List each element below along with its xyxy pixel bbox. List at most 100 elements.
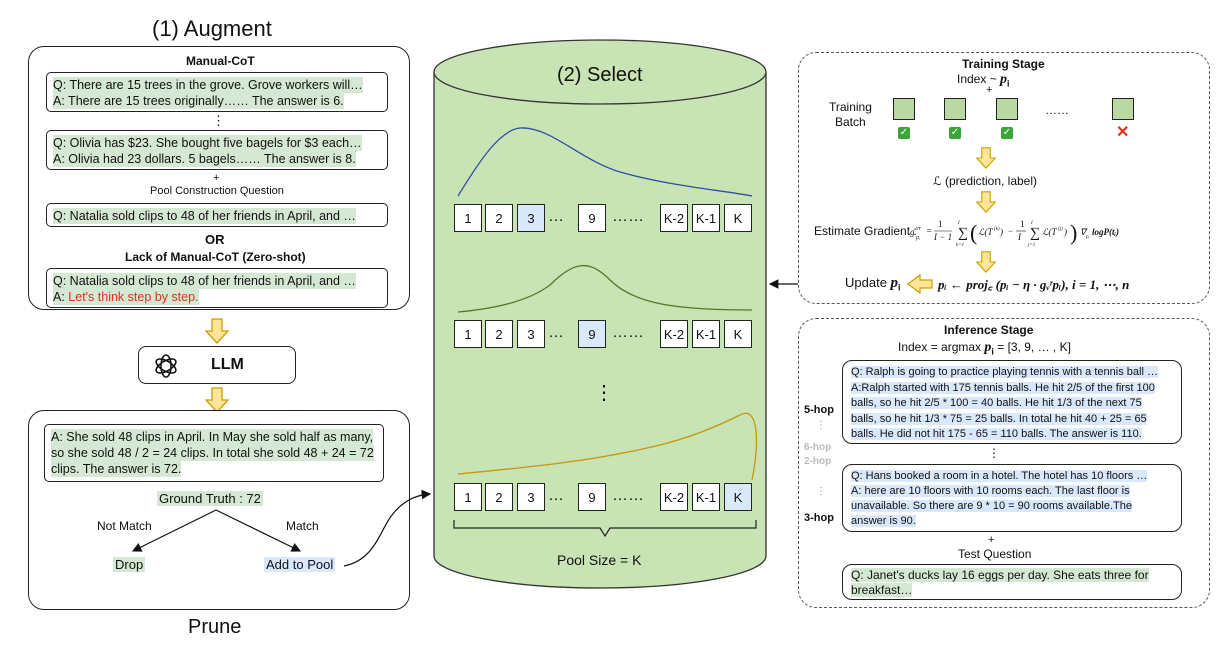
add-to-pool-arrow	[343, 489, 432, 567]
down-arrow-icon	[975, 251, 997, 273]
pool-ellipsis: …	[548, 487, 564, 504]
svg-text:j=1: j=1	[1027, 243, 1035, 248]
loss-label: ℒ (prediction, label)	[933, 174, 1038, 188]
svg-text:=: =	[926, 226, 932, 236]
llm-box: LLM	[138, 346, 296, 384]
svg-text:(j): (j)	[1058, 227, 1063, 232]
drop-label: Drop	[113, 557, 146, 572]
svg-text:vr: vr	[916, 226, 922, 232]
zero-shot-question: Q: Natalia sold clips to 48 of her frien…	[53, 273, 356, 289]
svg-text:∑: ∑	[1030, 226, 1040, 241]
inference-plus: +	[988, 534, 995, 546]
hop-label-6: 6-hop	[804, 442, 832, 453]
batch-sample-3	[996, 98, 1018, 120]
zero-shot-answer: A: Let's think step by step.	[53, 289, 199, 305]
inf-ex1-line-1: Q: Ralph is going to practice playing te…	[851, 366, 1158, 378]
or-label: OR	[205, 232, 225, 247]
hop-vdots: ⋮	[816, 486, 826, 497]
select-title: (2) Select	[557, 64, 643, 86]
example-2-answer: A: Olivia had 23 dollars. 5 bagels…… The…	[53, 151, 356, 167]
batch-sample-n	[1112, 98, 1134, 120]
plus-sign: +	[213, 172, 220, 184]
training-index-symbol: p	[1000, 72, 1008, 87]
svg-text:∇: ∇	[1080, 227, 1088, 237]
curve-row-1	[457, 127, 753, 197]
pool-question-text: Q: Natalia sold clips to 48 of her frien…	[53, 208, 356, 224]
down-arrow-icon	[204, 387, 230, 413]
down-arrow-icon	[204, 318, 230, 344]
pool-ellipsis: ……	[612, 208, 644, 225]
training-index-sub: i	[1007, 78, 1010, 89]
check-icon: ✓	[1001, 127, 1013, 139]
estimate-gradient-label: Estimate Gradient :	[814, 224, 917, 238]
hop-vdots: ⋮	[816, 420, 826, 431]
manual-cot-example-2: Q: Olivia has $23. She bought five bagel…	[46, 130, 388, 170]
inference-index: Index = argmax pi = [3, 9, … , K]	[898, 340, 1071, 356]
prune-branch-arrows	[131, 509, 302, 552]
pool-cell: 9	[578, 483, 606, 511]
batch-sample-1	[893, 98, 915, 120]
answer-line-3: clips. The answer is 72.	[51, 461, 182, 477]
pool-ellipsis: ……	[612, 324, 644, 341]
svg-text:g: g	[910, 227, 915, 237]
update-label: Update pi	[845, 275, 901, 293]
inf-ex1-line-3: balls, so he hit 2/5 * 100 = 40 balls. H…	[851, 397, 1142, 409]
rows-vdots: ⋮	[594, 382, 614, 404]
hop-label-2: 2-hop	[804, 456, 832, 467]
down-arrow-icon	[975, 147, 997, 169]
example-2-question: Q: Olivia has $23. She bought five bagel…	[53, 135, 362, 151]
svg-text:): )	[999, 227, 1003, 237]
training-title: Training Stage	[962, 57, 1045, 71]
distribution-curves	[457, 127, 758, 481]
example-1-question: Q: There are 15 trees in the grove. Grov…	[53, 77, 363, 93]
inference-example-1: Q: Ralph is going to practice playing te…	[842, 360, 1182, 444]
pool-cell: 2	[485, 483, 513, 511]
pool-cell-selected: 9	[578, 320, 606, 348]
svg-text:k=1: k=1	[956, 243, 964, 248]
pool-cell: 1	[454, 483, 482, 511]
curve-row-3	[457, 412, 758, 481]
test-question-line-1: Q: Janet's ducks lay 16 eggs per day. Sh…	[851, 568, 1149, 582]
inference-title: Inference Stage	[944, 323, 1034, 337]
examples-ellipsis: ⋮	[212, 113, 225, 128]
pool-cell: K-1	[692, 320, 720, 348]
update-sub: i	[898, 282, 901, 293]
cross-icon: ✕	[1116, 124, 1130, 141]
not-match-label: Not Match	[97, 519, 152, 533]
update-text: Update	[845, 275, 891, 290]
test-question-box: Q: Janet's ducks lay 16 eggs per day. Sh…	[842, 564, 1182, 600]
inference-index-symbol: p	[984, 340, 992, 355]
svg-text:(: (	[970, 220, 977, 245]
svg-text:ℒ(T: ℒ(T	[978, 227, 993, 237]
pool-brace	[453, 520, 757, 538]
pool-ellipsis: …	[548, 324, 564, 341]
inf-ex2-line-2: A: here are 10 floors with 10 rooms each…	[851, 485, 1130, 497]
match-label: Match	[286, 519, 319, 533]
pool-cell: K-1	[692, 483, 720, 511]
check-icon: ✓	[898, 127, 910, 139]
batch-dots: ……	[1045, 103, 1069, 117]
pool-cell: K-1	[692, 204, 720, 232]
hop-label-3: 3-hop	[804, 512, 834, 524]
svg-text:pᵢ: pᵢ	[1085, 235, 1090, 240]
prune-title: Prune	[188, 616, 242, 638]
examples-vdots: ⋮	[988, 446, 1000, 460]
add-to-pool-label: Add to Pool	[264, 557, 336, 572]
pool-cell: 3	[517, 483, 545, 511]
pool-cell-selected: 3	[517, 204, 545, 232]
svg-text:I − 1: I − 1	[933, 232, 952, 242]
pool-cell: 3	[517, 320, 545, 348]
pool-cell: K	[724, 204, 752, 232]
training-batch-label-1: Training	[829, 100, 872, 114]
manual-cot-example-1: Q: There are 15 trees in the grove. Grov…	[46, 72, 388, 112]
pool-ellipsis: …	[548, 208, 564, 225]
svg-text:ℒ(T: ℒ(T	[1042, 227, 1057, 237]
pool-ellipsis: ……	[612, 487, 644, 504]
manual-cot-title: Manual-CoT	[186, 54, 255, 68]
llm-label: LLM	[211, 356, 244, 373]
svg-text:I: I	[1030, 221, 1033, 226]
svg-text:1: 1	[1020, 219, 1025, 229]
training-batch-label-2: Batch	[835, 115, 866, 129]
pool-cell: K-2	[660, 204, 688, 232]
